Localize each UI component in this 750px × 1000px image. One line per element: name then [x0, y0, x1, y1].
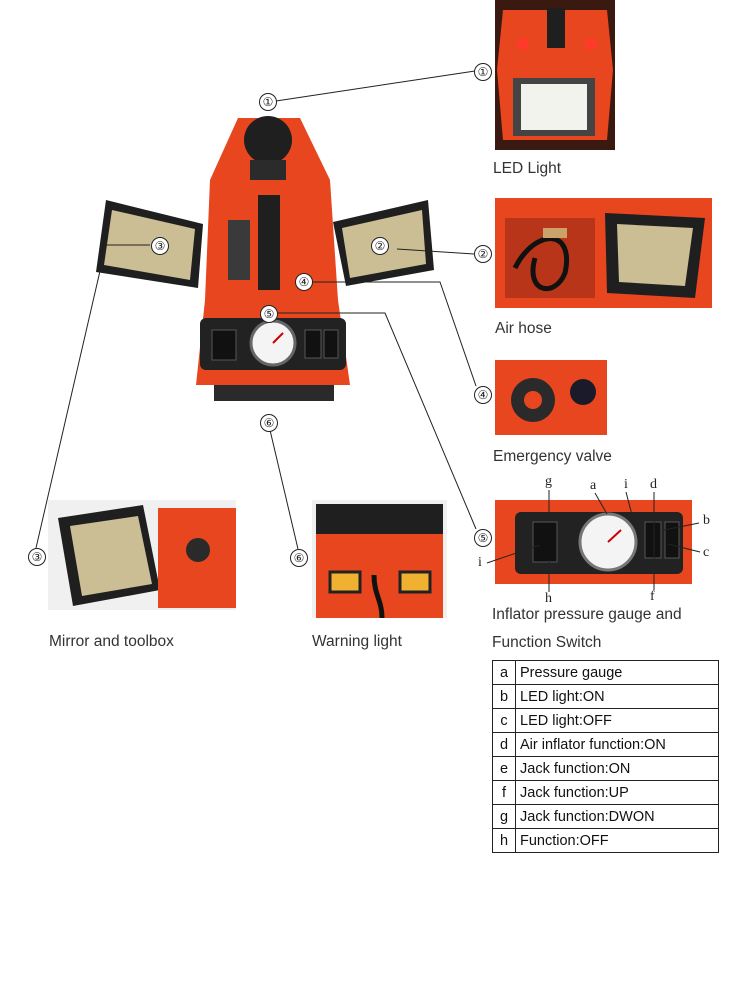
legend-key: g [492, 804, 516, 829]
warning-light-photo [312, 500, 447, 618]
marker-4-side: ④ [474, 386, 492, 404]
top-knob [244, 116, 292, 164]
marker-1-side: ① [474, 63, 492, 81]
legend-key: d [492, 732, 516, 757]
leader-line-6 [269, 429, 299, 550]
gauge-letter-c: c [703, 545, 710, 560]
leader-line-4 [312, 281, 477, 387]
gauge-letter-a: a [590, 478, 597, 493]
legend-text: Air inflator function:ON [515, 732, 719, 757]
gauge-letter-g: g [545, 474, 552, 489]
gauge-letter-i-top: i [624, 477, 628, 492]
caption-led-light: LED Light [493, 160, 562, 177]
legend-text: Pressure gauge [515, 660, 719, 685]
caption-air-hose: Air hose [495, 320, 552, 337]
caption-mirror-toolbox: Mirror and toolbox [49, 633, 174, 650]
legend-text: Jack function:ON [515, 756, 719, 781]
gauge-letter-i-left: i [478, 555, 482, 570]
legend-text: Jack function:DWON [515, 804, 719, 829]
marker-2-side: ② [474, 245, 492, 263]
air-hose-photo [495, 198, 712, 308]
marker-6-main: ⑥ [260, 414, 278, 432]
jack-base [214, 385, 334, 401]
right-switch [304, 329, 322, 359]
gauge-panel-photo [495, 500, 692, 584]
led-light-photo [495, 0, 615, 150]
label-sticker [228, 220, 250, 280]
marker-5-main: ⑤ [260, 305, 278, 323]
legend-key: b [492, 684, 516, 709]
marker-5-side: ⑤ [474, 529, 492, 547]
leader-line-3 [35, 244, 150, 549]
legend-key: a [492, 660, 516, 685]
marker-3-side: ③ [28, 548, 46, 566]
leader-line-2 [396, 248, 475, 255]
gauge-letter-f: f [650, 589, 655, 604]
emergency-valve-photo [495, 360, 607, 435]
legend-text: LED light:ON [515, 684, 719, 709]
legend-text: Function:OFF [515, 828, 719, 853]
legend-key: e [492, 756, 516, 781]
gauge-letter-b: b [703, 513, 710, 528]
legend-text: LED light:OFF [515, 708, 719, 733]
marker-3-main: ③ [151, 237, 169, 255]
gauge-letter-d: d [650, 477, 657, 492]
leader-line-1 [275, 70, 476, 102]
caption-gauge-line2: Function Switch [492, 634, 602, 651]
mirror-toolbox-photo [48, 500, 236, 610]
label-plate [258, 195, 280, 290]
gauge-letter-h: h [545, 591, 552, 606]
legend-text: Jack function:UP [515, 780, 719, 805]
caption-emergency-valve: Emergency valve [493, 448, 612, 465]
marker-6-side: ⑥ [290, 549, 308, 567]
legend-key: h [492, 828, 516, 853]
legend-key: c [492, 708, 516, 733]
marker-1-main: ① [259, 93, 277, 111]
caption-warning-light: Warning light [312, 633, 402, 650]
marker-4-main: ④ [295, 273, 313, 291]
leader-line-5 [277, 312, 477, 530]
caption-gauge-line1: Inflator pressure gauge and [492, 606, 682, 623]
left-switch [211, 329, 237, 361]
right-switch-2 [323, 329, 339, 359]
marker-2-main: ② [371, 237, 389, 255]
legend-key: f [492, 780, 516, 805]
